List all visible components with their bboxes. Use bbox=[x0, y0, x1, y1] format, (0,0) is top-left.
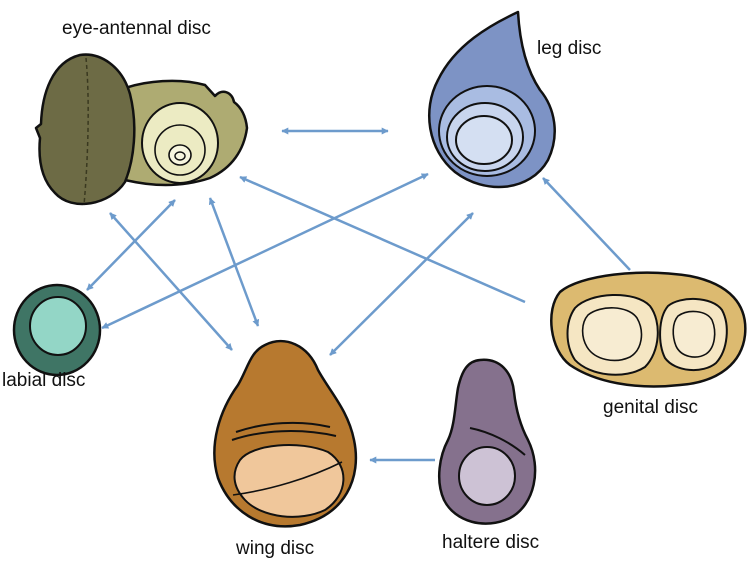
arrow-eye-labial bbox=[86, 199, 176, 291]
leg-disc-ring-3 bbox=[455, 115, 513, 165]
leg-disc-label: leg disc bbox=[537, 38, 602, 59]
haltere-disc bbox=[438, 358, 537, 525]
genital-lobe-right-inner bbox=[672, 310, 716, 358]
haltere-fold bbox=[469, 427, 526, 456]
arrow-eye-wing-left bbox=[109, 212, 233, 351]
eye-antennal-disc bbox=[34, 53, 249, 206]
antennal-center bbox=[141, 102, 219, 184]
labial-disc-inner bbox=[29, 296, 87, 356]
genital-disc-label: genital disc bbox=[603, 397, 699, 418]
arrow-eye-wing-right bbox=[208, 197, 260, 327]
labial-disc bbox=[12, 283, 102, 377]
arrow-labial-leg bbox=[101, 172, 429, 330]
genital-lobe-left-inner bbox=[581, 307, 643, 362]
labial-disc-label: labial disc bbox=[2, 370, 86, 391]
arrow-genital-leg bbox=[542, 177, 631, 271]
eye-dorsal-line bbox=[83, 57, 89, 206]
connection-arrows bbox=[86, 127, 631, 464]
eye-region bbox=[34, 53, 136, 206]
arrow-wing-leg bbox=[329, 212, 474, 356]
wing-fold-2 bbox=[231, 430, 337, 441]
antennal-ring-1 bbox=[154, 124, 206, 176]
wing-fold-1 bbox=[235, 421, 331, 433]
eye-antennal-disc-label: eye-antennal disc bbox=[62, 18, 211, 39]
leg-disc bbox=[427, 10, 556, 189]
haltere-disc-label: haltere disc bbox=[442, 532, 540, 553]
antennal-ring-2 bbox=[168, 144, 192, 166]
arrow-genital-eye bbox=[239, 175, 526, 304]
genital-disc bbox=[550, 271, 747, 388]
wing-disc-label: wing disc bbox=[236, 538, 315, 559]
wing-pouch bbox=[233, 444, 345, 518]
haltere-pouch bbox=[458, 446, 516, 506]
antennal-ring-3 bbox=[174, 151, 186, 161]
wing-pouch-line bbox=[232, 461, 343, 496]
wing-disc bbox=[213, 339, 358, 528]
